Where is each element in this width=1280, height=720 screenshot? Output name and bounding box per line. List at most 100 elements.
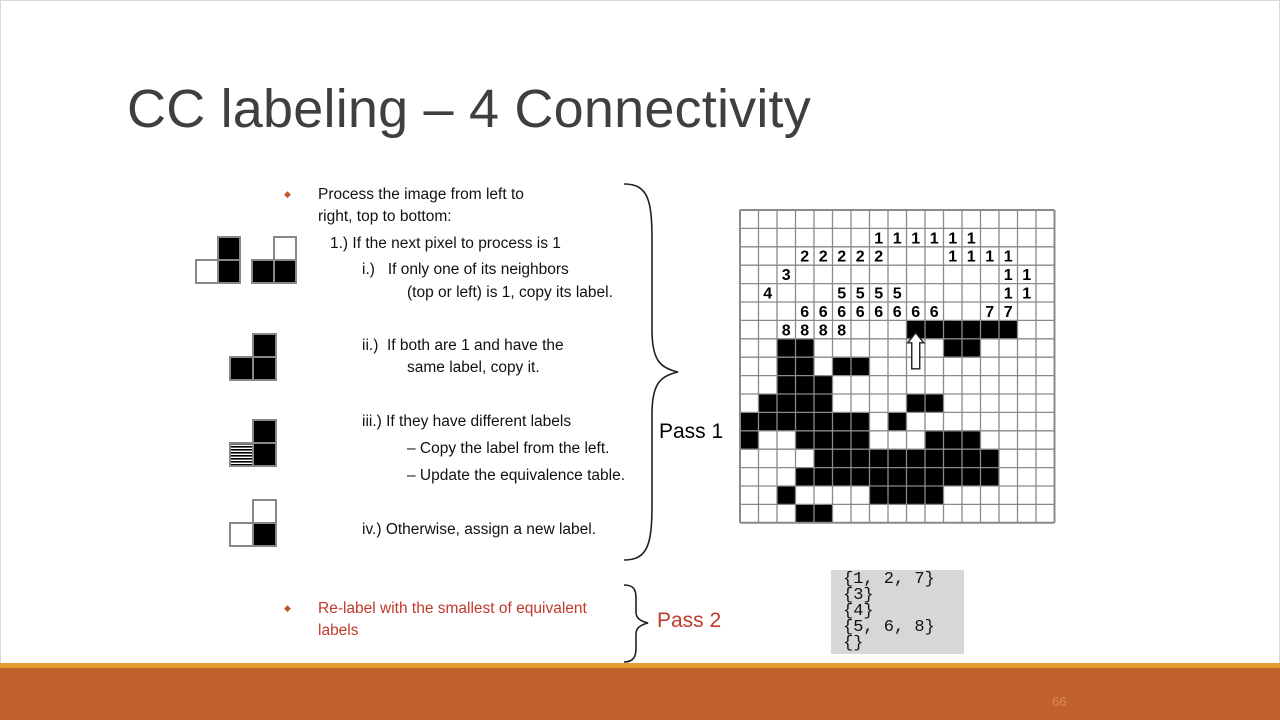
- neighbor-pattern-ii-icon: [229, 333, 277, 381]
- page-number: 66: [1052, 694, 1067, 709]
- black-pixel: [962, 467, 981, 486]
- pixel-label: 1: [1004, 286, 1013, 303]
- neighbor-pattern-i-icon: [195, 236, 297, 284]
- black-pixel: [814, 430, 833, 450]
- black-pixel: [758, 412, 777, 431]
- black-pixel: [925, 430, 944, 450]
- black-pixel: [814, 412, 833, 431]
- pixel-label: 5: [837, 286, 846, 303]
- black-pixel: [758, 394, 777, 413]
- black-pixel: [925, 486, 944, 505]
- black-pixel: [943, 320, 962, 339]
- black-pixel: [795, 467, 814, 486]
- black-pixel: [777, 486, 796, 505]
- pixel-label: 6: [856, 304, 865, 321]
- pass-1-brace-icon: [623, 183, 679, 561]
- black-pixel: [943, 338, 962, 358]
- rule-ii-line-2: same label, copy it.: [407, 359, 540, 376]
- pass-2-brace-icon: [623, 584, 649, 663]
- slide-title: CC labeling – 4 Connectivity: [127, 79, 811, 139]
- equivalence-row: {1, 2, 7}: [843, 570, 935, 589]
- pixel-label: 2: [819, 249, 828, 266]
- black-pixel: [906, 449, 925, 468]
- neighbor-pattern-iii-icon: [229, 419, 277, 467]
- step-1-text: 1.) If the next pixel to process is 1: [330, 235, 561, 252]
- equivalence-row: {5, 6, 8}: [843, 618, 935, 637]
- pixel-label: 4: [763, 286, 772, 303]
- pixel-label: 2: [874, 249, 883, 266]
- black-pixel: [888, 412, 907, 431]
- footer-bar: [0, 668, 1280, 720]
- black-pixel: [740, 430, 759, 450]
- bullet-icon: ◆: [284, 603, 291, 613]
- pixel-label: 5: [893, 286, 902, 303]
- pixel-label: 8: [819, 322, 828, 339]
- black-pixel: [869, 449, 888, 468]
- black-pixel: [814, 394, 833, 413]
- equivalence-row: {3}: [843, 586, 874, 605]
- black-pixel: [888, 449, 907, 468]
- pass-1-label: Pass 1: [659, 420, 724, 443]
- pixel-label: 2: [837, 249, 846, 266]
- equivalence-row: {4}: [843, 602, 874, 621]
- black-pixel: [795, 357, 814, 376]
- pass-2-label: Pass 2: [657, 609, 722, 632]
- neighbor-pattern-iv-icon: [229, 499, 277, 547]
- black-pixel: [851, 412, 870, 431]
- pixel-label: 1: [911, 230, 920, 247]
- pass-2-line-1: Re-label with the smallest of equivalent: [318, 600, 587, 617]
- pixel-label: 1: [893, 230, 902, 247]
- black-pixel: [832, 467, 851, 486]
- black-pixel: [888, 467, 907, 486]
- pixel-label: 6: [800, 304, 809, 321]
- rule-iii-line-3: – Update the equivalence table.: [407, 467, 626, 484]
- black-pixel: [925, 449, 944, 468]
- pixel-label: 6: [837, 304, 846, 321]
- black-pixel: [851, 449, 870, 468]
- pixel-label: 1: [948, 249, 957, 266]
- black-pixel: [980, 320, 999, 339]
- pixel-label: 1: [1022, 286, 1031, 303]
- black-pixel: [832, 449, 851, 468]
- black-pixel: [814, 375, 833, 394]
- rule-iii-line-2: – Copy the label from the left.: [407, 440, 610, 457]
- black-pixel: [925, 394, 944, 413]
- pixel-label: 1: [948, 230, 957, 247]
- up-arrow-icon: [906, 331, 926, 370]
- black-pixel: [795, 394, 814, 413]
- black-pixel: [943, 430, 962, 450]
- pixel-label: 2: [856, 249, 865, 266]
- pixel-label: 2: [800, 249, 809, 266]
- black-pixel: [962, 430, 981, 450]
- rule-iii-line-1: iii.) If they have different labels: [362, 413, 572, 430]
- black-pixel: [795, 338, 814, 358]
- black-pixel: [795, 375, 814, 394]
- black-pixel: [832, 357, 851, 376]
- black-pixel: [925, 320, 944, 339]
- black-pixel: [851, 467, 870, 486]
- rule-i-line-1: i.) If only one of its neighbors: [362, 261, 569, 278]
- pixel-label: 1: [930, 230, 939, 247]
- pixel-label: 5: [856, 286, 865, 303]
- pixel-label: 7: [1004, 304, 1013, 321]
- pixel-label: 1: [1004, 267, 1013, 284]
- pixel-label: 7: [985, 304, 994, 321]
- black-pixel: [980, 467, 999, 486]
- black-pixel: [962, 320, 981, 339]
- black-pixel: [814, 467, 833, 486]
- black-pixel: [777, 338, 796, 358]
- rule-i-line-2: (top or left) is 1, copy its label.: [407, 284, 613, 301]
- black-pixel: [814, 449, 833, 468]
- black-pixel: [906, 486, 925, 505]
- pixel-label: 1: [967, 249, 976, 266]
- black-pixel: [980, 449, 999, 468]
- black-pixel: [832, 412, 851, 431]
- pixel-label: 6: [819, 304, 828, 321]
- footer-accent-line: [0, 663, 1280, 668]
- black-pixel: [851, 357, 870, 376]
- pixel-label: 1: [874, 230, 883, 247]
- black-pixel: [795, 412, 814, 431]
- pixel-label: 8: [782, 322, 791, 339]
